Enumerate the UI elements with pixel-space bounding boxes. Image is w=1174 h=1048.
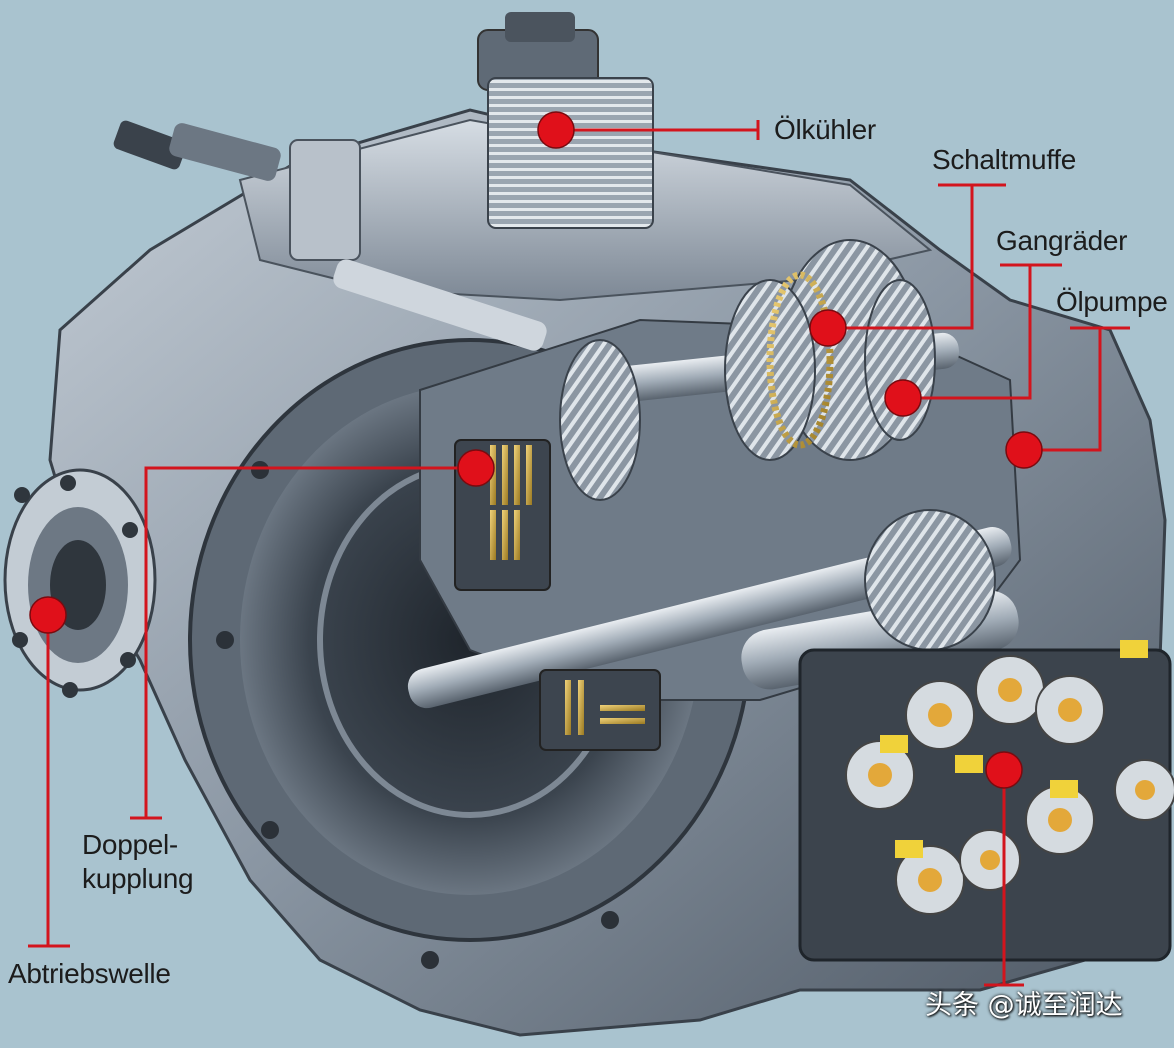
- marker-schaltmuffe: [809, 309, 847, 347]
- leader-schaltmuffe: [828, 185, 974, 330]
- label-oelpumpe: Ölpumpe: [1056, 286, 1168, 317]
- output-flange: [3, 468, 157, 698]
- oil-cooler: [477, 12, 654, 229]
- leader-gangraeder: [903, 265, 1032, 400]
- marker-oelpumpe: [1005, 431, 1043, 469]
- cutaway-internals: [407, 239, 1022, 751]
- marker-oelkuehler: [537, 111, 575, 149]
- label-gangraeder: Gangräder: [996, 225, 1128, 256]
- marker-mechatronik: [985, 751, 1023, 789]
- marker-gangraeder: [884, 379, 922, 417]
- leader-doppelkupplung: [144, 466, 476, 818]
- markers: [29, 111, 1043, 789]
- marker-doppelkupplung: [457, 449, 495, 487]
- label-doppelkupplung-line1: Doppel-: [82, 829, 178, 860]
- label-doppelkupplung-line2: kupplung: [82, 863, 194, 894]
- label-schaltmuffe: Schaltmuffe: [932, 144, 1077, 175]
- label-doppelkupplung: Doppel- kupplung: [82, 828, 194, 896]
- sensor-linkage: [113, 120, 547, 351]
- label-abtriebswelle: Abtriebswelle: [8, 958, 171, 989]
- watermark: 头条 @诚至润达: [925, 990, 1123, 1021]
- label-oelkuehler: Ölkühler: [774, 114, 876, 145]
- marker-abtriebswelle: [29, 596, 67, 634]
- leader-oelpumpe: [1024, 328, 1102, 452]
- mechatronic-unit: [798, 640, 1174, 962]
- leader-lines: [28, 120, 1130, 987]
